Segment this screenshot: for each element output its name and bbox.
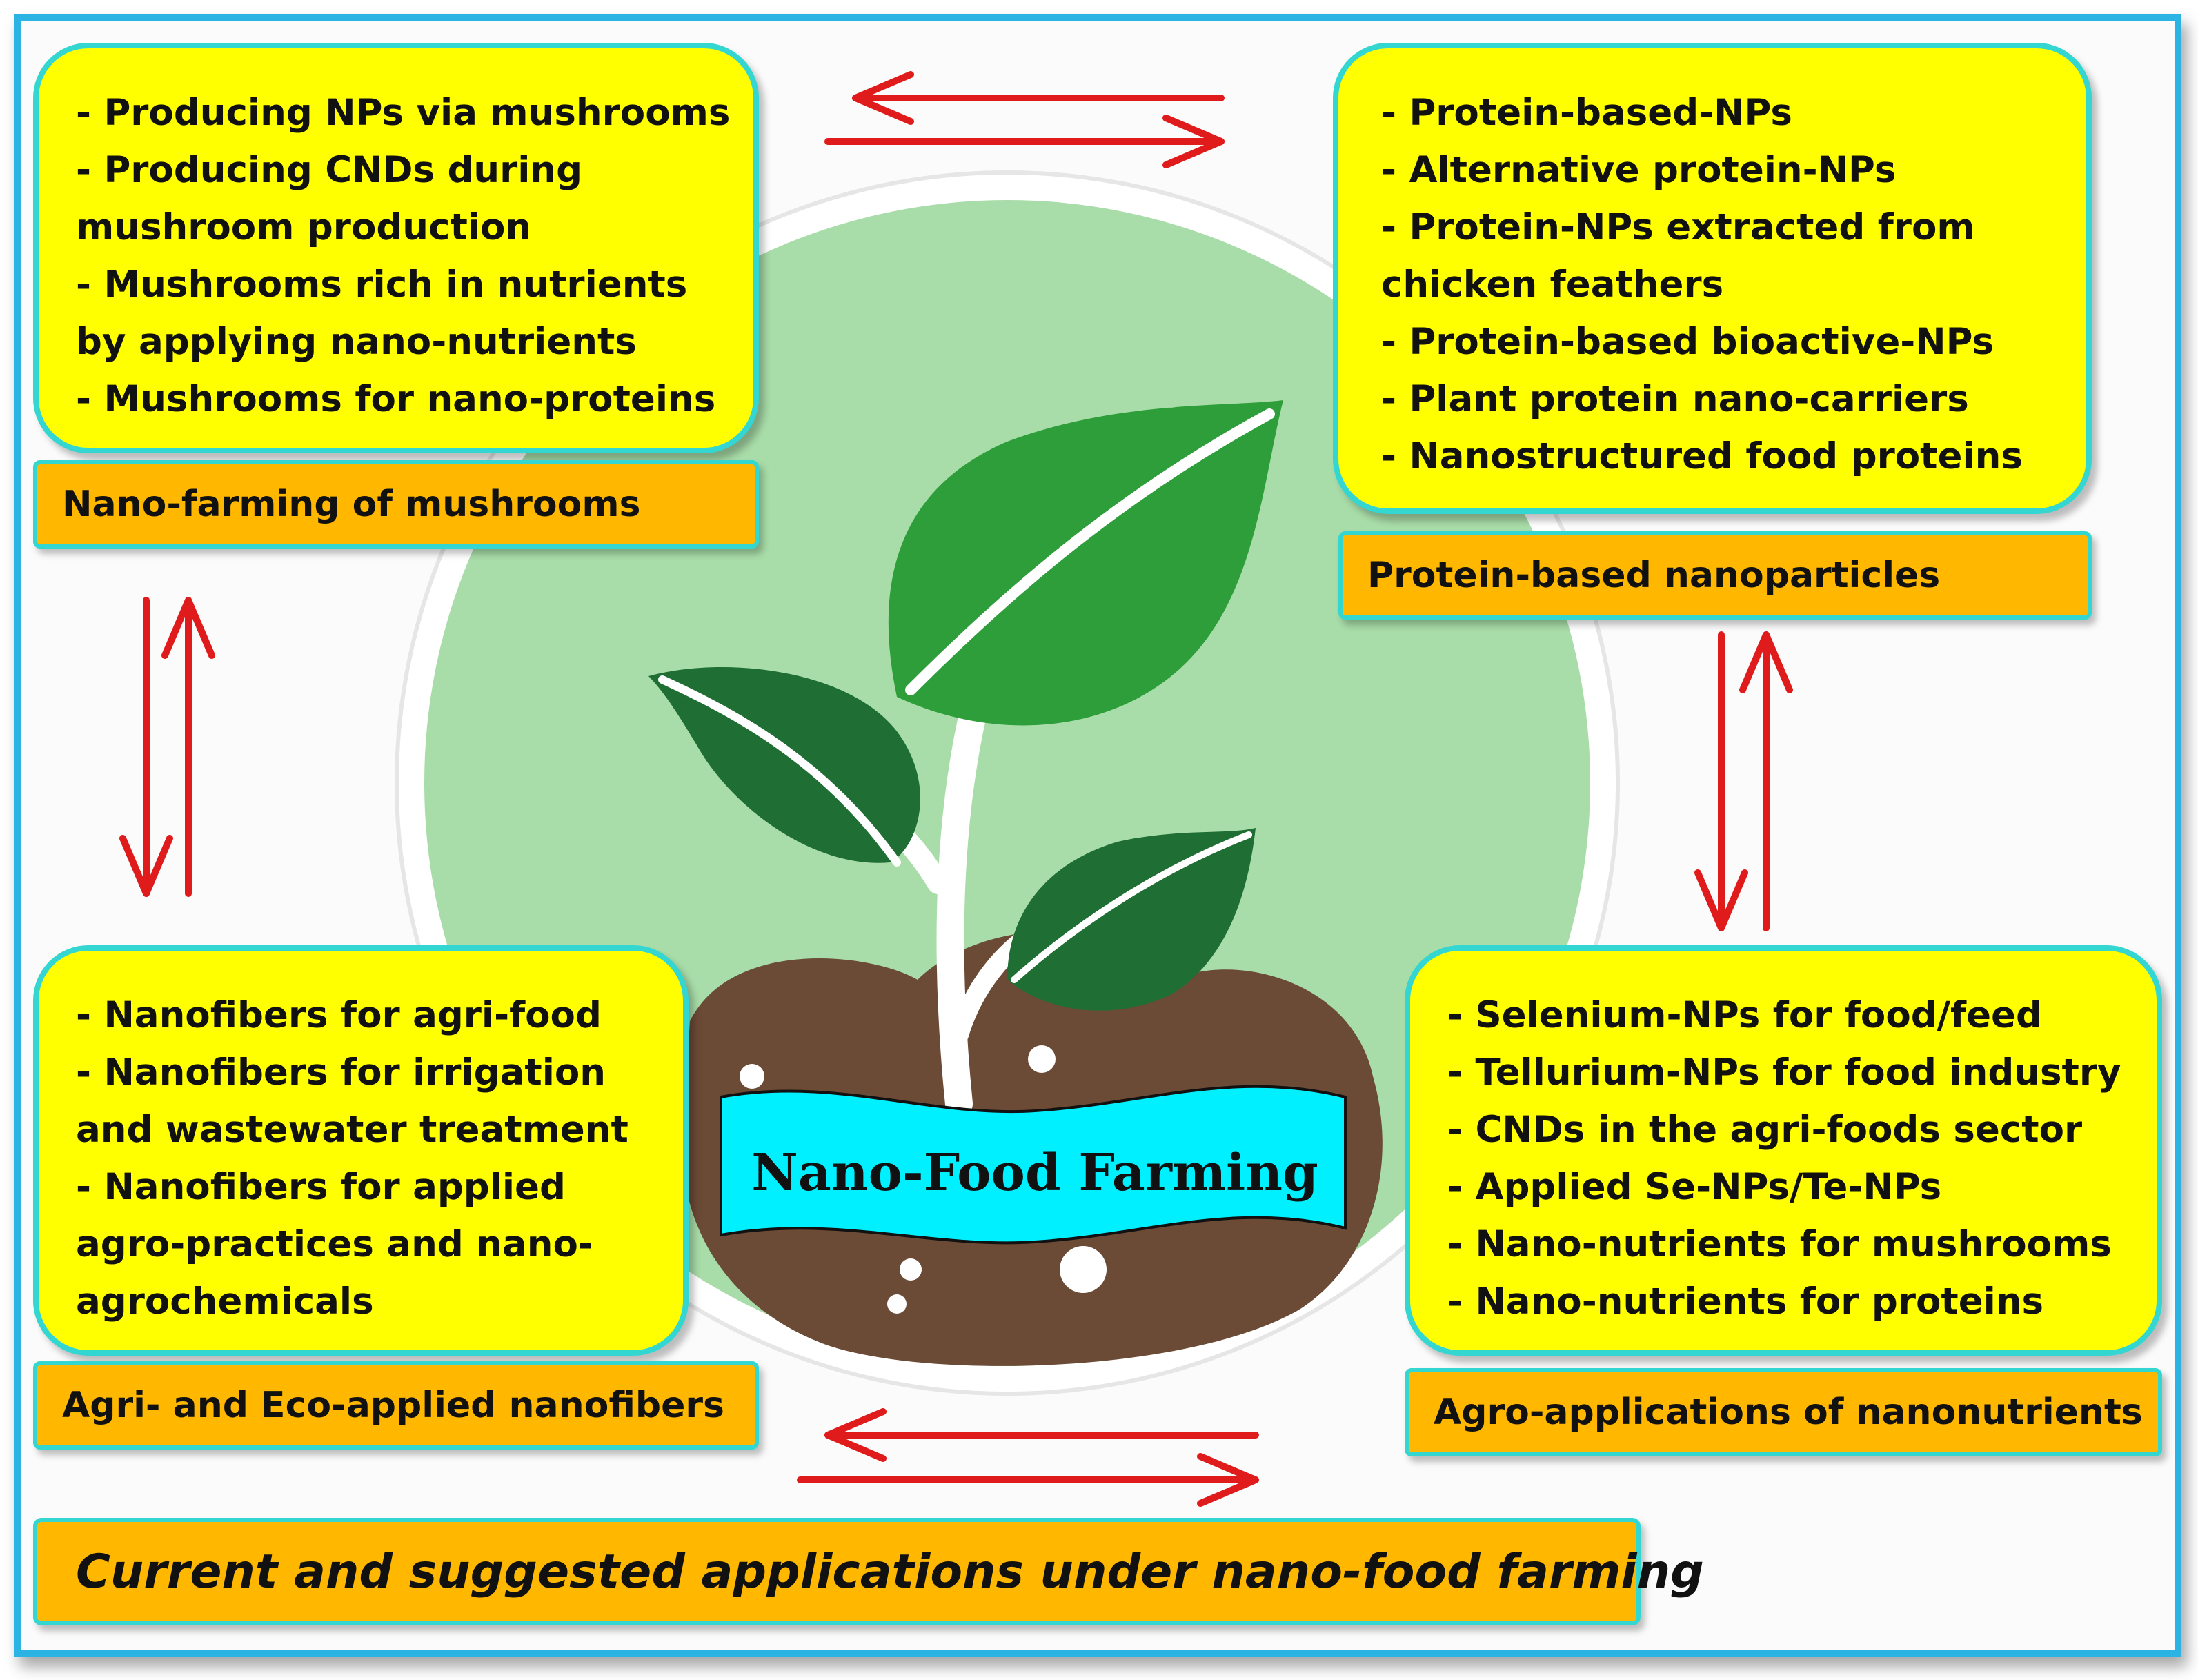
box-line: - Mushrooms for nano-proteins	[76, 378, 716, 420]
box-line: - Selenium-NPs for food/feed	[1447, 994, 2042, 1036]
box-line: agrochemicals	[76, 1281, 374, 1323]
box-line: chicken feathers	[1381, 264, 1724, 306]
right-leaf	[1007, 828, 1256, 1011]
soil-pebble	[1060, 1246, 1107, 1293]
box-line: - Nano-nutrients for proteins	[1447, 1281, 2044, 1323]
center-label: Nano-Food Farming	[751, 1143, 1318, 1203]
label-mushrooms: Nano-farming of mushrooms	[33, 460, 759, 549]
box-line: - Protein-based-NPs	[1381, 92, 1792, 134]
box-line: and wastewater treatment	[76, 1109, 628, 1151]
box-line: - CNDs in the agri-foods sector	[1447, 1109, 2083, 1151]
big-leaf-vein	[905, 408, 1275, 695]
box-line: - Applied Se-NPs/Te-NPs	[1447, 1166, 1942, 1208]
box-line: - Producing NPs via mushrooms	[76, 92, 731, 134]
box-line: - Alternative protein-NPs	[1381, 149, 1897, 191]
box-line: - Nanofibers for applied	[76, 1166, 566, 1208]
box-nanofibers: - Nanofibers for agri-food - Nanofibers …	[33, 945, 689, 1356]
left-leaf-vein	[658, 675, 901, 867]
box-line: - Nanostructured food proteins	[1381, 435, 2023, 477]
box-line: agro-practices and nano-	[76, 1223, 593, 1265]
soil-pebble	[1028, 1045, 1056, 1073]
box-line: - Producing CNDs during	[76, 149, 583, 191]
box-line: - Mushrooms rich in nutrients	[76, 264, 688, 306]
diagram-title: Current and suggested applications under…	[33, 1518, 1704, 1625]
right-leaf-vein	[1011, 831, 1252, 983]
box-line: by applying nano-nutrients	[76, 321, 637, 363]
box-line: - Protein-based bioactive-NPs	[1381, 321, 1994, 363]
box-line: - Tellurium-NPs for food industry	[1447, 1051, 2121, 1094]
box-line: - Plant protein nano-carriers	[1381, 378, 1969, 420]
label-proteins: Protein-based nanoparticles	[1338, 531, 2092, 620]
box-line: - Nano-nutrients for mushrooms	[1447, 1223, 2112, 1265]
soil-pebble	[887, 1294, 907, 1314]
label-nanofibers: Agri- and Eco-applied nanofibers	[33, 1361, 759, 1450]
box-line: mushroom production	[76, 206, 532, 248]
label-nanonutrients: Agro-applications of nanonutrients	[1405, 1368, 2162, 1456]
box-mushrooms: - Producing NPs via mushrooms - Producin…	[33, 43, 759, 453]
box-line: - Nanofibers for irrigation	[76, 1051, 606, 1094]
soil-pebble	[740, 1064, 764, 1089]
box-line: - Nanofibers for agri-food	[76, 994, 602, 1036]
box-line: - Protein-NPs extracted from	[1381, 206, 1975, 248]
box-proteins: - Protein-based-NPs - Alternative protei…	[1333, 43, 2092, 514]
soil-pebble	[900, 1258, 922, 1281]
big-leaf	[888, 400, 1283, 726]
center-banner	[720, 1085, 1347, 1245]
box-nanonutrients: - Selenium-NPs for food/feed - Tellurium…	[1405, 945, 2162, 1356]
